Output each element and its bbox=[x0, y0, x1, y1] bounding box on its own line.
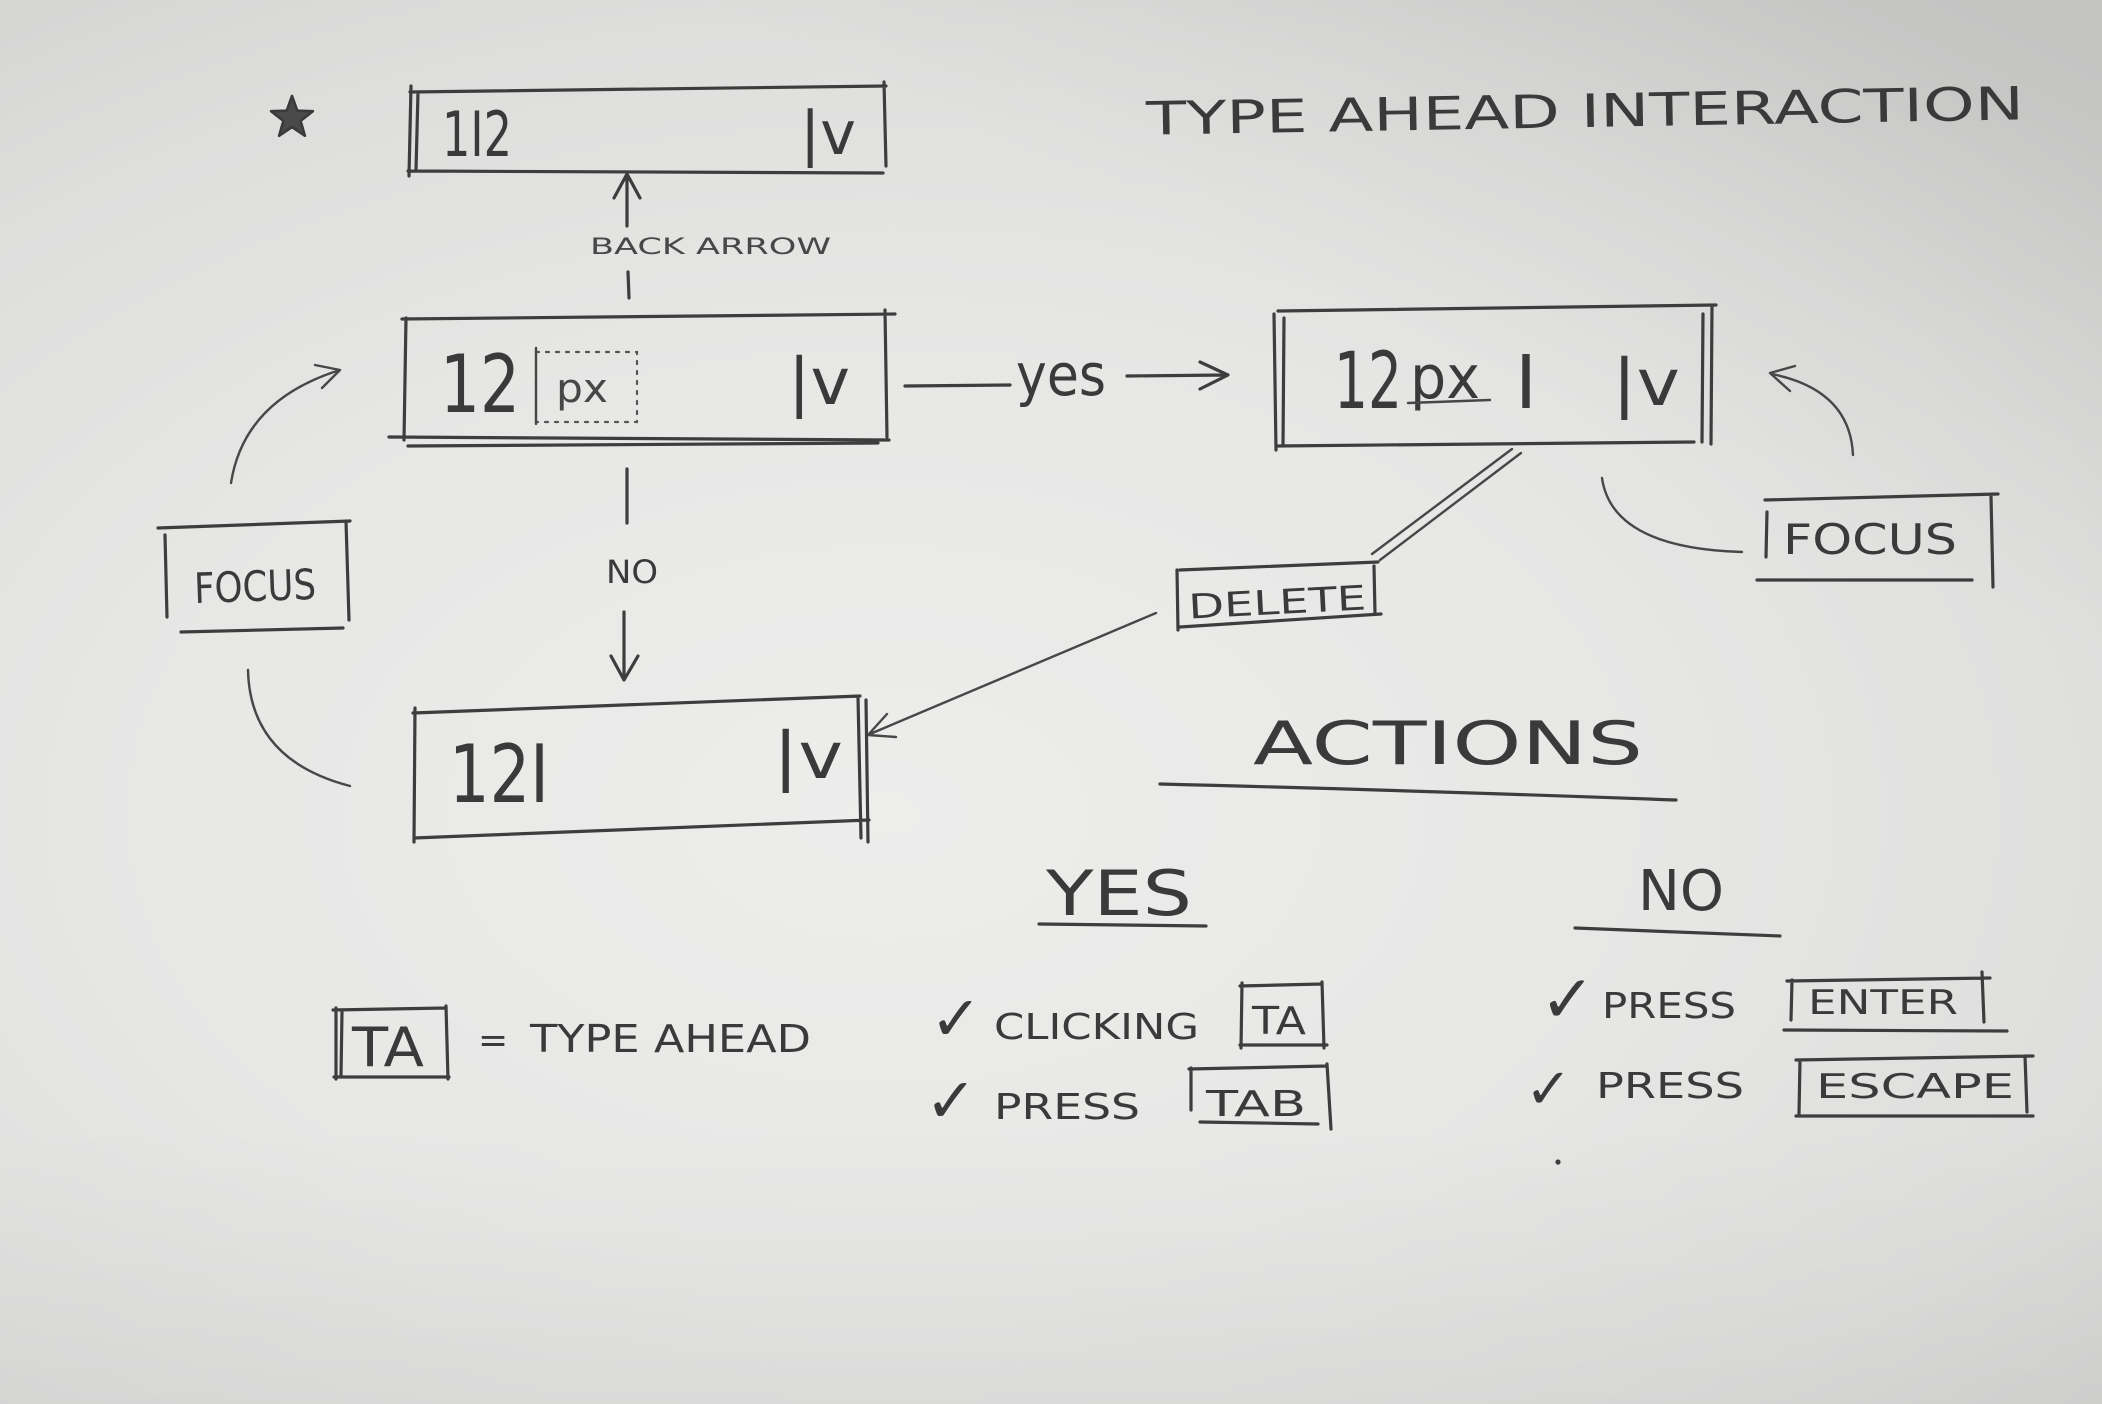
transition-back-arrow: BACK ARROW bbox=[590, 172, 831, 300]
list-item: ✓ PRESS ENTER bbox=[1540, 961, 2009, 1038]
transition-label: yes bbox=[1016, 341, 1106, 409]
actions-heading: ACTIONS bbox=[1253, 709, 1643, 779]
arrow-icon bbox=[1600, 364, 1855, 554]
legend-key-box bbox=[331, 1004, 451, 1081]
check-icon: ✓ bbox=[925, 1064, 977, 1137]
transition-label: NO bbox=[606, 553, 658, 591]
arrow-icon bbox=[866, 611, 1158, 739]
chevron-down-icon: |v bbox=[773, 720, 843, 794]
text-cursor: I bbox=[1515, 340, 1537, 426]
focus-label: FOCUS bbox=[1783, 515, 1957, 564]
star-icon bbox=[269, 94, 315, 138]
actions-section: ACTIONS YES ✓ CLICKING TA ✓ PRESS TAB NO bbox=[925, 709, 2035, 1137]
legend-key: TA bbox=[351, 1016, 424, 1079]
arrow-icon bbox=[229, 363, 352, 788]
key-box bbox=[1238, 980, 1329, 1050]
suffix-underline bbox=[1406, 398, 1492, 405]
action-verb: CLICKING bbox=[994, 1007, 1199, 1048]
actions-no-column: NO ✓ PRESS ENTER ✓ PRESS ESCAPE bbox=[1525, 859, 2035, 1122]
key-box bbox=[1782, 970, 2009, 1033]
chevron-down-icon: |v bbox=[800, 99, 856, 169]
list-item: ✓ PRESS ESCAPE bbox=[1525, 1054, 2035, 1122]
transition-yes: yes bbox=[903, 341, 1230, 409]
key-box bbox=[1794, 1054, 2035, 1118]
focus-loop-left: FOCUS bbox=[156, 363, 352, 788]
diagram-title: TYPE AHEAD INTERACTION bbox=[1144, 76, 2024, 145]
list-item: ✓ PRESS TAB bbox=[925, 1062, 1333, 1137]
suggestion-ghost-box bbox=[534, 350, 639, 424]
action-verb: PRESS bbox=[1602, 986, 1736, 1027]
no-heading-underline bbox=[1573, 926, 1782, 938]
chevron-down-icon: |v bbox=[788, 346, 850, 420]
transition-delete: DELETE bbox=[866, 447, 1523, 739]
legend-meaning: TYPE AHEAD bbox=[529, 1017, 811, 1061]
legend-equals: = bbox=[478, 1020, 508, 1061]
connector-line bbox=[1370, 447, 1523, 562]
transition-label: BACK ARROW bbox=[590, 235, 831, 260]
arrow-icon bbox=[609, 467, 640, 682]
check-icon: ✓ bbox=[930, 982, 982, 1055]
state-box-suggested: 12 px |v bbox=[387, 308, 897, 448]
box-outline bbox=[406, 80, 888, 178]
focus-box-outline bbox=[156, 519, 352, 634]
field-value: 12 bbox=[440, 338, 520, 431]
legend: TA = TYPE AHEAD bbox=[331, 1004, 811, 1081]
action-verb: PRESS bbox=[1596, 1066, 1744, 1107]
key-box bbox=[1187, 1062, 1333, 1131]
box-outline bbox=[387, 308, 897, 448]
actions-heading-underline bbox=[1158, 782, 1678, 802]
field-value: 12 bbox=[1334, 337, 1402, 427]
field-value: 12I bbox=[449, 728, 549, 821]
yes-heading: YES bbox=[1045, 857, 1192, 930]
delete-label: DELETE bbox=[1187, 578, 1367, 627]
action-key: ESCAPE bbox=[1816, 1067, 2014, 1107]
arrow-icon bbox=[612, 172, 642, 300]
actions-yes-column: YES ✓ CLICKING TA ✓ PRESS TAB bbox=[925, 857, 1333, 1137]
suggestion-text: px bbox=[556, 366, 608, 412]
no-heading: NO bbox=[1638, 859, 1724, 924]
field-value: 1I2 bbox=[442, 98, 512, 171]
arrow-icon bbox=[903, 360, 1230, 391]
chevron-down-icon: |v bbox=[1612, 347, 1680, 421]
state-box-accepted: 12 px I |v bbox=[1272, 303, 1718, 452]
action-key: TAB bbox=[1205, 1084, 1306, 1125]
check-icon: ✓ bbox=[1540, 961, 1595, 1038]
check-icon: ✓ bbox=[1525, 1057, 1572, 1122]
box-outline bbox=[411, 694, 871, 844]
action-key: ENTER bbox=[1808, 983, 1958, 1023]
box-outline bbox=[1272, 303, 1718, 452]
delete-box-outline bbox=[1175, 560, 1383, 632]
state-box-declined: 12I |v bbox=[411, 694, 871, 844]
focus-box-outline bbox=[1755, 492, 2000, 589]
transition-no: NO bbox=[606, 467, 658, 682]
pencil-dot bbox=[1555, 1159, 1561, 1165]
focus-label: FOCUS bbox=[193, 560, 317, 613]
yes-heading-underline bbox=[1037, 922, 1208, 928]
action-key: TA bbox=[1251, 999, 1306, 1043]
focus-loop-right: FOCUS bbox=[1600, 364, 2000, 589]
list-item: ✓ CLICKING TA bbox=[930, 980, 1329, 1055]
state-box-cursor-back: 1I2 |v bbox=[406, 80, 888, 178]
action-verb: PRESS bbox=[994, 1087, 1140, 1128]
